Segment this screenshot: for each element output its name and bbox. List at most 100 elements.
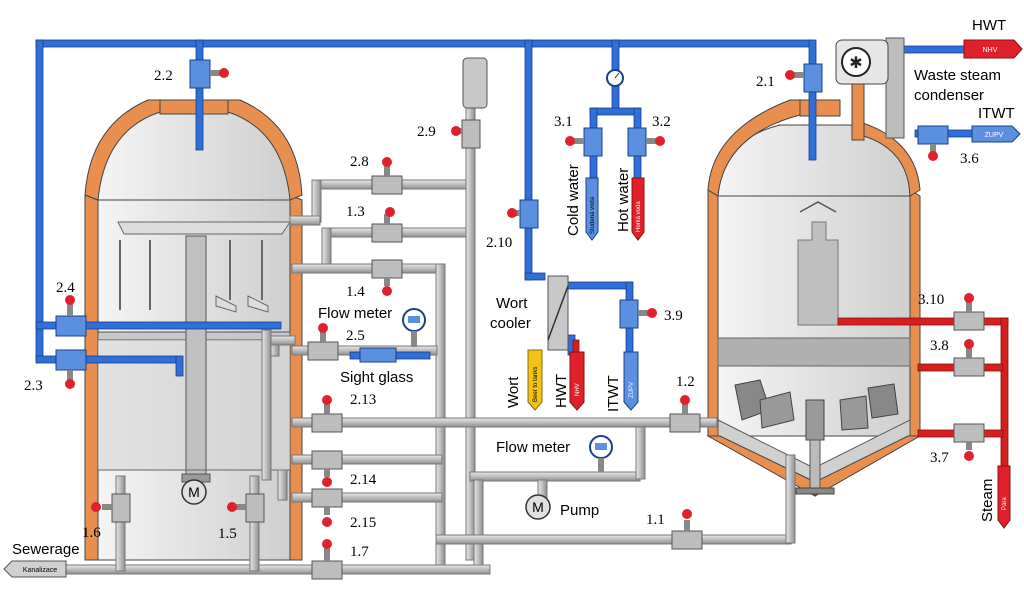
wort-cooler [547,275,569,351]
label-3-9: 3.9 [664,308,683,324]
tag-kanalizace: Kanalizace [3,560,67,578]
label-1-1: 1.1 [646,512,665,528]
cold-water-label: Cold water [565,164,582,236]
label-2-1: 2.1 [756,74,775,90]
label-2-2: 2.2 [154,68,173,84]
valve-1-2[interactable] [669,395,701,433]
valve-3-9[interactable] [619,299,657,329]
valve-2-13[interactable] [311,395,343,433]
tag-nhv-top: NHV [963,39,1023,59]
valve-2-15[interactable] [311,488,343,527]
valve-2-9[interactable] [451,119,481,149]
label-3-6: 3.6 [960,151,979,167]
tag-zupv-right: ZUPV [971,125,1021,143]
tag-zupv-right-text: ZUPV [985,132,1004,139]
hot-water-label: Hot water [615,168,632,232]
left-motor: M [181,479,207,505]
valve-1-5[interactable] [227,493,265,523]
sight-glass-label: Sight glass [340,369,413,386]
valve-3-6[interactable] [917,125,949,161]
sewerage-label: Sewerage [12,541,80,558]
tag-nhv-cooler-text: NHV [575,383,581,396]
flow-meter-bottom-icon [589,435,613,472]
tag-studena-voda-text: Studená voda [590,196,596,234]
flow-meter-bottom-label: Flow meter [496,439,570,456]
label-1-4: 1.4 [346,284,365,300]
tag-horka-voda: Horká voda [631,177,645,241]
valve-1-7[interactable] [311,539,343,580]
waste-steam-label-1: Waste steam [914,67,1001,84]
pump-label: Pump [560,502,599,519]
label-1-2: 1.2 [676,374,695,390]
tag-kanalizace-text: Kanalizace [23,567,57,574]
label-3-1: 3.1 [554,114,573,130]
tag-beer-to-tanks-text: Beer to tanks [533,367,539,402]
waste-steam-label-2: condenser [914,87,984,104]
sight-glass [359,347,397,363]
component-labels: Flow meter Flow meter Sight glass Wort c… [12,17,1015,558]
steam-label: Steam [979,479,996,522]
kettle-vapour-pipe [851,79,865,141]
tag-nhv-top-text: NHV [983,47,998,54]
pressure-gauge [606,69,624,87]
pump-icon[interactable]: M [525,494,551,520]
valve-3-1[interactable] [565,127,603,157]
label-3-7: 3.7 [930,450,949,466]
valve-3-2[interactable] [627,127,665,157]
tag-nhv-cooler: NHV [569,351,585,411]
svg-text:✱: ✱ [849,53,862,72]
valve-1-6[interactable] [91,493,131,523]
valve-2-4[interactable] [55,295,87,337]
valve-2-3[interactable] [55,349,87,389]
flow-meter-top-label: Flow meter [318,305,392,322]
label-1-6: 1.6 [82,525,101,541]
tag-para-text: Pára [1002,497,1008,510]
label-2-4: 2.4 [56,280,75,296]
valve-3-8[interactable] [953,339,985,377]
itwt-label: ITWT [978,105,1015,122]
valve-2-1[interactable] [785,63,823,93]
valves [55,59,985,580]
tag-zupv-cooler-text: ZUPV [629,382,635,398]
label-1-3: 1.3 [346,204,365,220]
tag-beer-to-tanks: Beer to tanks [527,349,543,411]
label-2-14: 2.14 [350,472,377,488]
hwt-top-label: HWT [972,17,1006,34]
label-3-8: 3.8 [930,338,949,354]
label-3-10: 3.10 [918,292,944,308]
label-2-13: 2.13 [350,392,376,408]
valve-3-7[interactable] [953,423,985,461]
label-2-15: 2.15 [350,515,376,531]
label-1-5: 1.5 [218,526,237,542]
label-2-8: 2.8 [350,154,369,170]
label-2-5: 2.5 [346,328,365,344]
valve-1-4[interactable] [371,259,403,296]
left-motor-label: M [188,484,200,500]
wort-cooler-label-2: cooler [490,315,531,332]
valve-1-3[interactable] [371,207,403,243]
valve-2-2[interactable] [189,59,229,89]
label-2-3: 2.3 [24,378,43,394]
valve-2-5[interactable] [307,323,339,361]
wort-cooler-label-1: Wort [496,295,528,312]
valve-2-10[interactable] [507,199,539,229]
valve-3-10[interactable] [953,293,985,331]
tag-studena-voda: Studená voda [585,177,599,241]
valve-1-1[interactable] [671,509,703,550]
waste-steam-condenser: ✱ [835,37,905,139]
inline-filter [462,57,488,109]
valve-2-14[interactable] [311,450,343,487]
wort-out-label: Wort [505,376,522,408]
label-2-10: 2.10 [486,235,512,251]
tag-para: Pára [997,465,1011,529]
flow-meter-top-icon [402,308,426,347]
itwt-out-label: ITWT [605,375,622,412]
right-vessel [706,99,922,497]
label-3-2: 3.2 [652,114,671,130]
tag-horka-voda-text: Horká voda [636,201,642,232]
valve-2-8[interactable] [371,157,403,195]
valve-labels: 2.2 2.1 2.4 2.3 2.8 1.3 1.4 2.5 2.9 2.10… [24,68,979,560]
label-1-7: 1.7 [350,544,369,560]
label-2-9: 2.9 [417,124,436,140]
